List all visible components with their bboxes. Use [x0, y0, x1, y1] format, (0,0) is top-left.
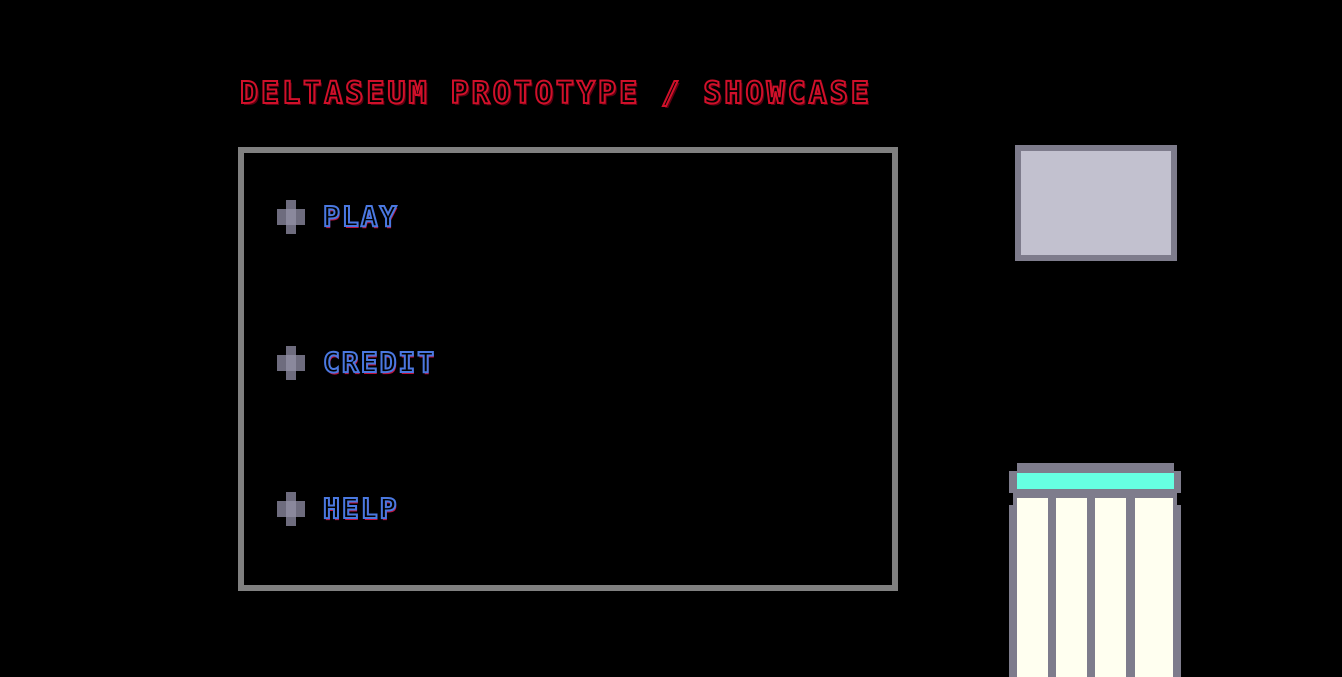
menu-item-help[interactable]: HELP: [277, 491, 398, 527]
menu-item-label: CREDIT: [322, 345, 437, 380]
plus-cross-icon: [277, 200, 305, 234]
pillar-cap-top: [1017, 463, 1174, 471]
menu-item-play[interactable]: PLAY: [277, 199, 398, 235]
menu-item-label: PLAY: [322, 199, 399, 234]
menu-item-credit[interactable]: CREDIT: [277, 345, 436, 381]
pillar-flute: [1017, 498, 1048, 677]
main-menu-panel: PLAY CREDIT HELP: [238, 147, 898, 591]
pillar-flute: [1095, 498, 1126, 677]
pillar-glow: [1017, 473, 1174, 489]
plus-cross-icon: [277, 346, 305, 380]
game-title: DELTASEUM PROTOTYPE / SHOWCASE: [239, 75, 872, 112]
pillar-flute: [1135, 498, 1173, 677]
menu-item-label: HELP: [322, 491, 399, 526]
plus-cross-icon: [277, 492, 305, 526]
preview-frame: [1015, 145, 1177, 261]
pillar-flute: [1056, 498, 1087, 677]
